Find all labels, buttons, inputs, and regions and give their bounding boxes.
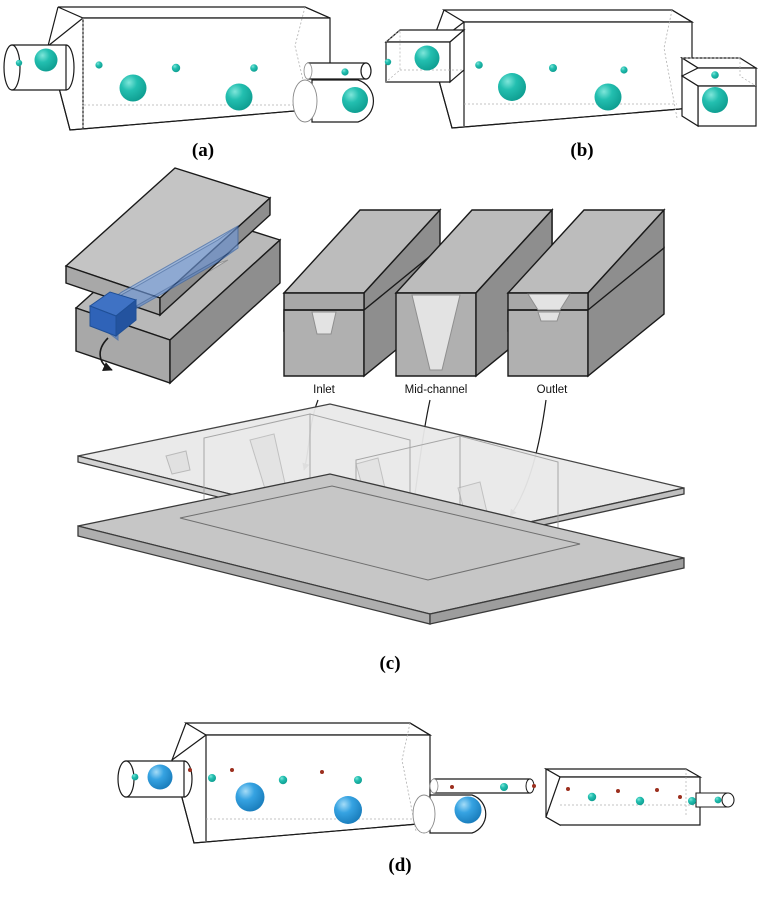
panel-d: (d) [100,705,740,876]
callout-label-mid-channel: Mid-channel [405,384,468,396]
callout-label-inlet: Inlet [313,384,336,396]
inlet-box-ghost-b [385,29,464,83]
caption-a: (a) [191,140,215,161]
channel-edges-d [171,722,431,844]
particles-b [384,45,728,113]
lower-plate [77,473,685,625]
callout-label-outlet: Outlet [537,384,568,396]
exit-tube-d [695,792,735,808]
channel-body-d [171,722,433,844]
channel-ghost-edges-d [206,722,417,832]
flow-arrow-icon [99,337,113,371]
channel-body-b [429,9,695,129]
particles-a [15,48,368,113]
outlet-tube-a [303,62,372,80]
secondary-chamber-ghost-d [560,769,700,817]
panel-c: Inlet Mid-channel Outlet [60,167,703,688]
caption-d: (d) [388,855,412,876]
particles-d [131,764,722,824]
exploded-slab-pair [64,167,282,385]
cross-section-block-outlet [506,208,666,378]
blue-inlet-nub [88,291,138,338]
plate-assembly [77,403,685,625]
caption-b: (b) [570,140,594,161]
caption-c: (c) [379,653,401,674]
panel-b: (b) [372,0,763,161]
channel-ghost-edges-b [464,9,678,119]
connector-tube-d [429,778,535,794]
panel-a: (a) [0,0,374,161]
secondary-chamber-d [543,767,703,827]
outlet-reservoir-ghost-b [682,57,757,87]
